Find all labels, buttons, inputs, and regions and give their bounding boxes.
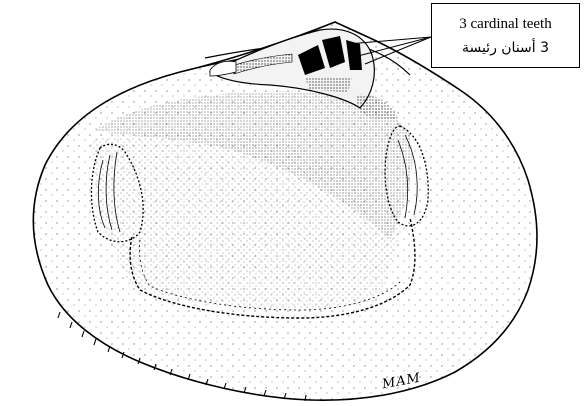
label-arabic: 3 أسنان رئيسة — [462, 36, 549, 60]
callout-label: 3 cardinal teeth 3 أسنان رئيسة — [431, 3, 580, 68]
label-english: 3 cardinal teeth — [459, 12, 551, 36]
